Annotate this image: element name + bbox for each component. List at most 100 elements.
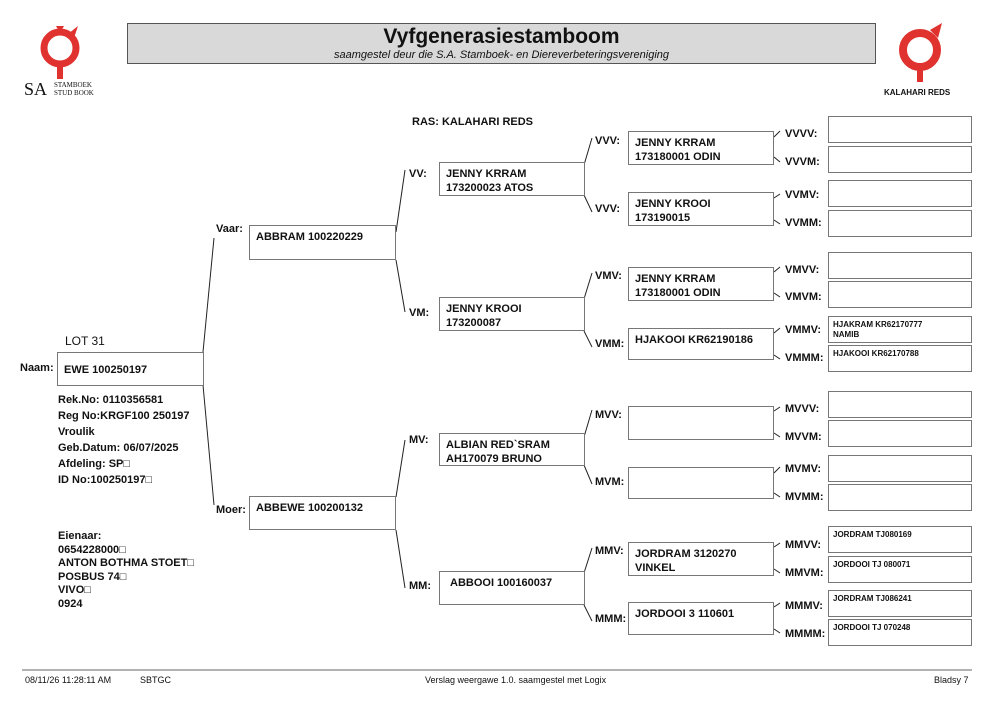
owner-town: VIVO□ — [58, 584, 91, 596]
vmv-label: VMV: — [595, 270, 622, 282]
mmvv-label: MMVV: — [785, 539, 822, 551]
vvvv-name — [829, 117, 971, 120]
vvm-name: JENNY KROOI 173190015 — [635, 198, 711, 224]
vmvm-box — [828, 281, 972, 308]
vm-box: JENNY KROOI 173200087 — [439, 297, 585, 331]
vmv-name: JENNY KRRAM 173180001 ODIN — [635, 273, 721, 299]
vmmv-box: HJAKRAM KR62170777 NAMIB — [828, 316, 972, 343]
detail-sex: Vroulik — [58, 426, 95, 438]
mmvm-box: JORDOOI TJ 080071 — [828, 556, 972, 583]
footer-page-number: Bladsy 7 — [934, 675, 969, 685]
vv-label: VV: — [409, 168, 427, 180]
vvvm-label: VVVM: — [785, 156, 820, 168]
mmm-box: JORDOOI 3 110601 — [628, 602, 774, 635]
vmmv-label: VMMV: — [785, 324, 822, 336]
mvm-name — [629, 468, 773, 472]
vmm-label: VMM: — [595, 338, 625, 350]
vmvv-name — [829, 253, 971, 256]
mvmm-name — [829, 485, 971, 488]
logo-studbook-text: STUD BOOK — [54, 89, 94, 97]
mm-box: ABBOOI 100160037 — [439, 571, 585, 605]
vvmm-name — [829, 211, 971, 214]
mvvv-label: MVVV: — [785, 403, 820, 415]
sire-label: Vaar: — [216, 223, 243, 235]
sa-stud-book-logo: SA STAMBOEK STUD BOOK — [22, 24, 112, 104]
name-label: Naam: — [20, 362, 54, 374]
mvv-label: MVV: — [595, 409, 622, 421]
mvm-box — [628, 467, 774, 499]
vmvv-box — [828, 252, 972, 279]
vvmm-label: VVMM: — [785, 217, 822, 229]
vvvm-box — [828, 146, 972, 173]
mvv-box — [628, 406, 774, 440]
mmmv-name: JORDRAM TJ086241 — [833, 594, 912, 603]
mmmm-box: JORDOOI TJ 070248 — [828, 619, 972, 646]
owner-postcode: 0924 — [58, 597, 83, 610]
vmmv-name: HJAKRAM KR62170777 NAMIB — [833, 320, 923, 339]
mmm-label: MMM: — [595, 613, 627, 625]
animal-details: Rek.No: 0110356581 Reg No:KRGF100 250197… — [58, 392, 189, 488]
vvmm-box — [828, 210, 972, 237]
report-title: Vyfgenerasiestamboom — [383, 25, 620, 48]
vmvv-label: VMVV: — [785, 264, 820, 276]
vmvm-name — [829, 282, 971, 285]
detail-birthdate: Geb.Datum: 06/07/2025 — [58, 442, 179, 454]
mvmv-label: MVMV: — [785, 463, 822, 475]
detail-rekno: Rek.No: 0110356581 — [58, 394, 164, 406]
logo-sa-text: SA — [24, 79, 48, 99]
mv-label: MV: — [409, 434, 429, 446]
footer-version: Verslag weergawe 1.0. saamgestel met Log… — [425, 675, 607, 685]
mmv-name: JORDRAM 3120270 VINKEL — [635, 548, 737, 574]
footer-datetime: 08/11/26 11:28:11 AM — [25, 675, 112, 685]
vmmm-name: HJAKOOI KR62170788 — [833, 349, 919, 358]
vm-label: VM: — [409, 307, 430, 319]
sire-name: ABBRAM 100220229 — [256, 231, 363, 243]
vmm-name: HJAKOOI KR62190186 — [635, 334, 754, 346]
mvvv-name — [829, 392, 971, 395]
logo-stamboek-text: STAMBOEK — [54, 81, 92, 89]
vvv-name: JENNY KRRAM 173180001 ODIN — [635, 137, 721, 163]
owner-details: Eienaar: 0654228000□ ANTON BOTHMA STOET□… — [58, 530, 194, 611]
dam-box: ABBEWE 100200132 — [249, 496, 396, 530]
vmmm-box: HJAKOOI KR62170788 — [828, 345, 972, 372]
mvmm-box — [828, 484, 972, 511]
mvm-label: MVM: — [595, 476, 625, 488]
mm-name: ABBOOI 100160037 — [450, 577, 553, 589]
vmm-box: HJAKOOI KR62190186 — [628, 328, 774, 360]
mvmv-box — [828, 455, 972, 482]
vvm-box: JENNY KROOI 173190015 — [628, 192, 774, 226]
detail-regno: Reg No:KRGF100 250197 — [58, 410, 190, 422]
vvv-label: VVV: — [595, 135, 621, 147]
detail-section: Afdeling: SP□ — [58, 458, 131, 470]
dam-label: Moer: — [216, 504, 246, 516]
owner-name: ANTON BOTHMA STOET□ — [58, 557, 194, 569]
mvvm-label: MVVM: — [785, 431, 822, 443]
mmmv-label: MMMV: — [785, 600, 823, 612]
mv-box: ALBIAN RED`SRAM AH170079 BRUNO — [439, 433, 585, 466]
mmvv-box: JORDRAM TJ080169 — [828, 526, 972, 553]
sa-stud-book-emblem-icon — [40, 26, 80, 79]
vvvv-label: VVVV: — [785, 128, 818, 140]
vmmm-label: VMMM: — [785, 352, 824, 364]
vvv-box: JENNY KRRAM 173180001 ODIN — [628, 131, 774, 165]
vmv-box: JENNY KRRAM 173180001 ODIN — [628, 267, 774, 301]
vm-name: JENNY KROOI 173200087 — [446, 303, 522, 329]
mmv-box: JORDRAM 3120270 VINKEL — [628, 542, 774, 576]
mmvm-label: MMVM: — [785, 567, 824, 579]
vvm-label: VVV: — [595, 203, 621, 215]
animal-name: EWE 100250197 — [64, 364, 148, 376]
detail-idno: ID No:100250197□ — [58, 474, 153, 486]
mvmm-label: MVMM: — [785, 491, 824, 503]
lot-number: LOT 31 — [65, 334, 105, 348]
mvvm-name — [829, 421, 971, 424]
owner-number: 0654228000□ — [58, 543, 126, 556]
owner-address: POSBUS 74□ — [58, 570, 127, 583]
mmmm-label: MMMM: — [785, 628, 826, 640]
vv-name: JENNY KRRAM 173200023 ATOS — [446, 168, 534, 194]
mvvm-box — [828, 420, 972, 447]
dam-name: ABBEWE 100200132 — [256, 502, 364, 514]
owner-label: Eienaar: — [58, 530, 102, 542]
mm-label: MM: — [409, 580, 431, 592]
animal-box: EWE 100250197 — [57, 352, 204, 386]
